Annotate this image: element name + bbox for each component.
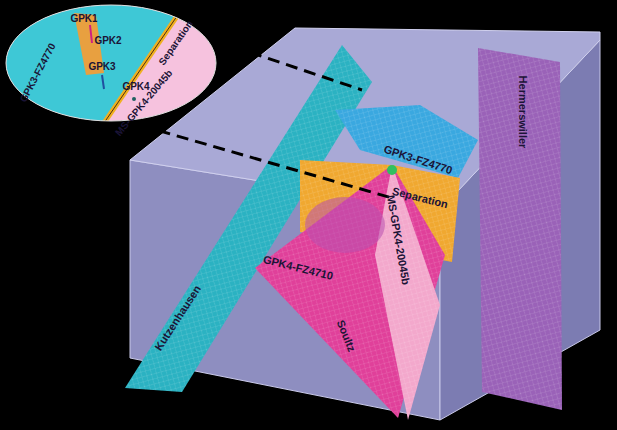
inset-label: GPK4 — [122, 82, 149, 92]
inset-label: GPK3 — [88, 62, 115, 72]
inset-label: GPK1 — [70, 14, 97, 24]
inset-label: GPK2 — [94, 36, 121, 46]
inset-ellipse: GPK1GPK2GPK3GPK4GPK3-FZ4770SeparationMS-… — [4, 3, 218, 123]
fault-label: Hermerswiller — [517, 76, 528, 149]
